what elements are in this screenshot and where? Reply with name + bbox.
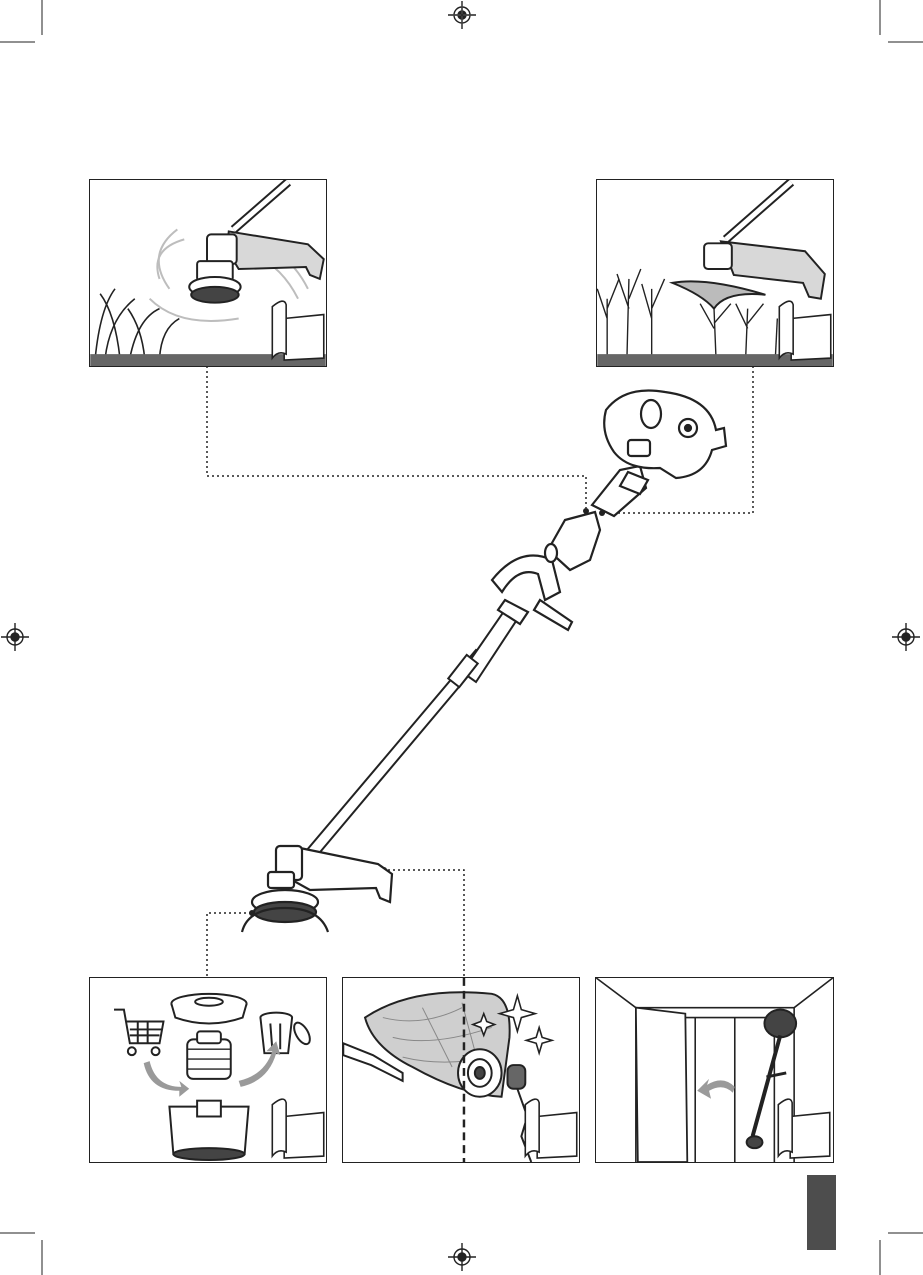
shopping-cart-icon	[114, 1010, 163, 1056]
arrow-in-icon	[144, 1061, 190, 1097]
brush-cutting-icon	[597, 180, 833, 366]
panel-spool-replacement	[89, 977, 327, 1163]
trimmer-head	[242, 846, 392, 932]
manual-reference-icon	[779, 301, 830, 360]
engine	[592, 390, 726, 516]
manual-reference-icon	[272, 301, 323, 360]
cabinet-storage-icon	[596, 978, 833, 1162]
arrow-out-icon	[239, 1041, 281, 1087]
language-tab	[807, 1175, 836, 1250]
panel-cleaning	[342, 977, 580, 1163]
panel-line-trimming	[89, 179, 327, 367]
guard-cleaning-icon	[343, 978, 579, 1162]
panel-storage	[595, 977, 834, 1163]
trash-bin-icon	[260, 1013, 313, 1054]
manual-reference-icon	[272, 1099, 323, 1158]
manual-reference-icon	[778, 1099, 829, 1158]
panel-brush-cutting	[596, 179, 834, 367]
throttle-handle	[545, 512, 600, 570]
grass-trimming-icon	[90, 180, 326, 366]
shaft	[290, 604, 522, 876]
spool-recycle-icon	[90, 978, 326, 1162]
arrow-in-icon	[697, 1079, 735, 1099]
manual-reference-icon	[525, 1099, 576, 1158]
